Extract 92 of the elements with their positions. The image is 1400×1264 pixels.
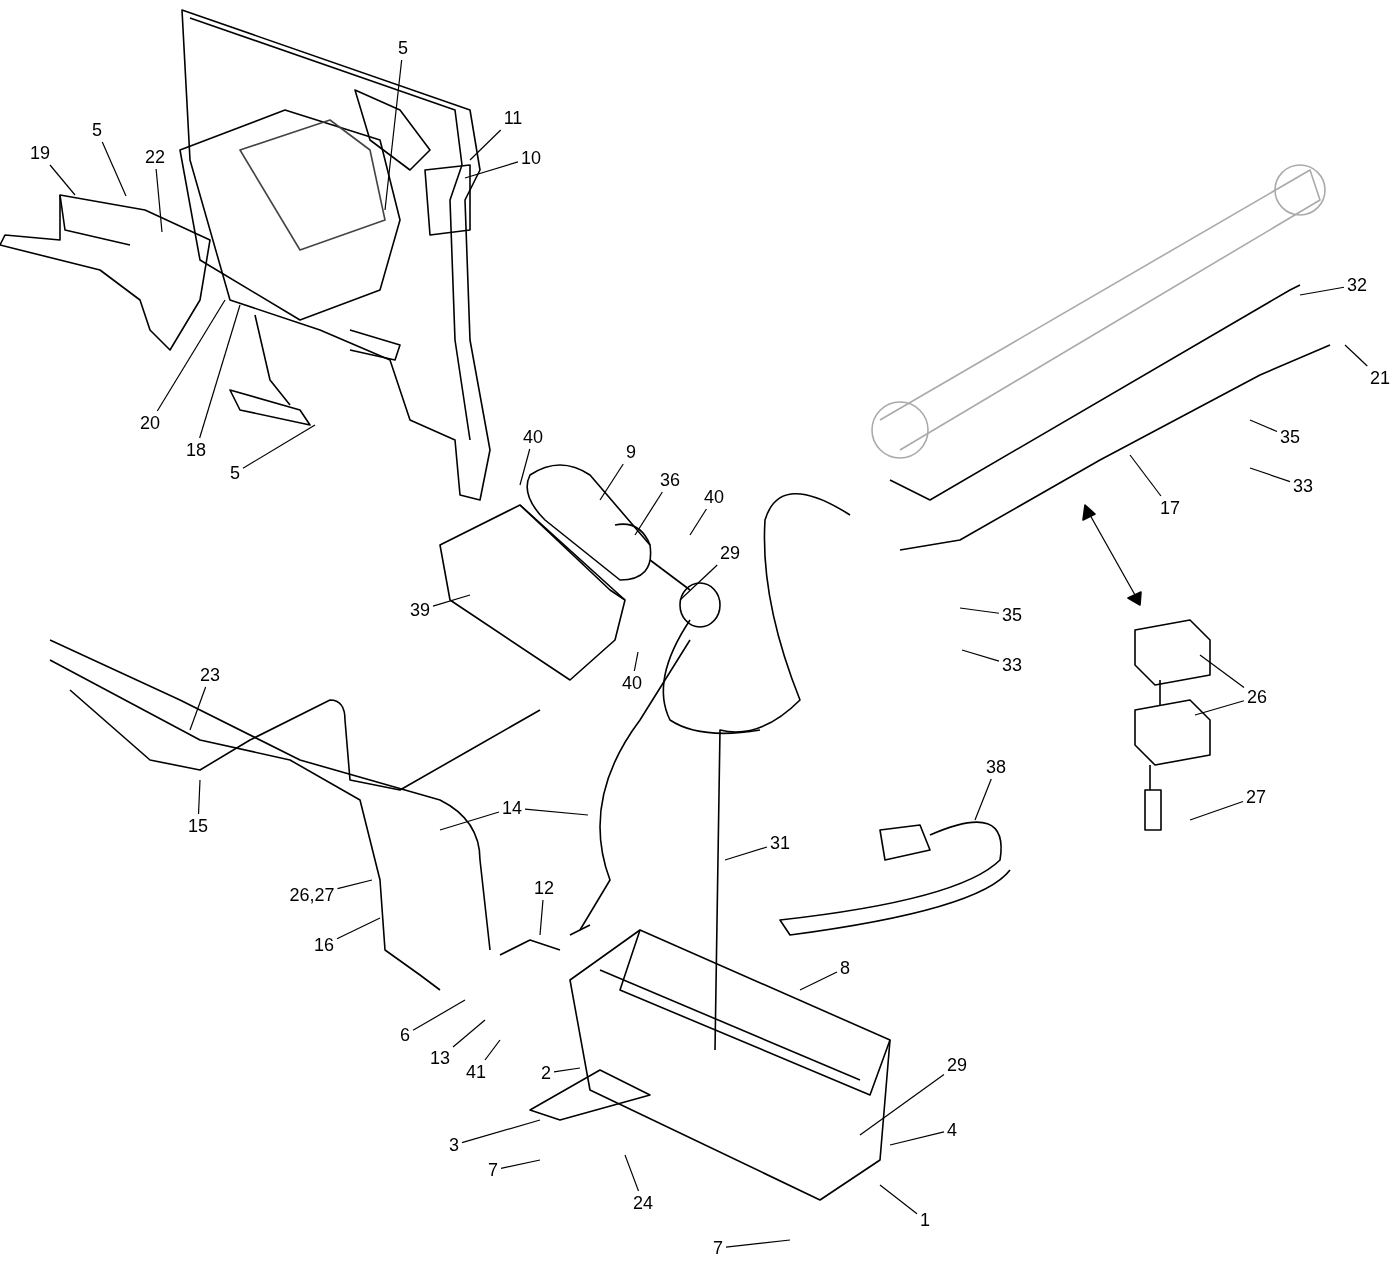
- leader-line: [799, 971, 838, 991]
- callout-number: 4: [946, 1120, 958, 1140]
- leader-line: [1199, 654, 1245, 688]
- callout-number: 26: [1246, 687, 1268, 707]
- leader-line: [1129, 454, 1162, 497]
- leader-line: [724, 846, 768, 861]
- callout-number: 24: [632, 1193, 654, 1213]
- callout-number: 5: [397, 38, 409, 58]
- leader-line: [519, 448, 531, 486]
- callout-number: 36: [659, 470, 681, 490]
- leader-line: [452, 1019, 486, 1048]
- callout-number: 5: [91, 120, 103, 140]
- callout-number: 7: [487, 1160, 499, 1180]
- leader-line: [1194, 700, 1245, 716]
- leader-line: [500, 1159, 541, 1169]
- callout-number: 32: [1346, 275, 1368, 295]
- callout-number: 33: [1292, 476, 1314, 496]
- callout-number: 14: [501, 798, 523, 818]
- callout-number: 16: [313, 935, 335, 955]
- callout-number: 7: [712, 1238, 724, 1258]
- callout-number: 27: [1245, 787, 1267, 807]
- callout-number: 40: [703, 487, 725, 507]
- leader-line: [432, 594, 471, 607]
- callout-number: 26,27: [288, 885, 336, 905]
- leader-line: [553, 1067, 581, 1073]
- callout-number: 20: [139, 413, 161, 433]
- callout-number: 13: [429, 1048, 451, 1068]
- callout-number: 1: [919, 1210, 931, 1230]
- leader-line: [1189, 800, 1244, 821]
- leader-line: [689, 508, 707, 536]
- callout-number: 31: [769, 833, 791, 853]
- callout-number: 17: [1159, 498, 1181, 518]
- callout-number: 3: [448, 1135, 460, 1155]
- callout-number: 29: [719, 543, 741, 563]
- leader-line: [189, 686, 207, 731]
- leader-line: [49, 164, 76, 196]
- leader-line: [1249, 467, 1291, 483]
- leader-line: [1249, 419, 1278, 433]
- leader-line: [599, 463, 624, 501]
- leader-line: [539, 899, 544, 936]
- callout-number: 18: [185, 440, 207, 460]
- leader-line: [101, 141, 127, 197]
- leader-line: [974, 778, 992, 821]
- leader-line: [156, 299, 226, 412]
- leader-line: [384, 59, 403, 211]
- leader-line: [679, 564, 718, 601]
- callout-number: 11: [502, 108, 524, 128]
- callout-number: 29: [946, 1055, 968, 1075]
- callout-number: 40: [621, 673, 643, 693]
- leader-line: [461, 1119, 541, 1144]
- callout-number: 9: [625, 442, 637, 462]
- leader-line: [336, 879, 373, 890]
- callout-number: 23: [199, 665, 221, 685]
- leader-line: [464, 161, 519, 179]
- leader-line: [889, 1131, 945, 1146]
- leader-line: [959, 607, 1000, 614]
- leader-line: [1299, 286, 1345, 296]
- leader-line: [859, 1073, 945, 1136]
- callout-number: 21: [1369, 368, 1391, 388]
- callout-number: 41: [465, 1062, 487, 1082]
- leader-line: [524, 808, 589, 816]
- leader-line: [961, 649, 1000, 662]
- leader-line: [633, 651, 639, 672]
- callout-number: 39: [409, 600, 431, 620]
- leader-line: [439, 811, 500, 831]
- callout-number: 22: [144, 147, 166, 167]
- leader-line: [197, 779, 201, 815]
- leader-line: [242, 424, 316, 469]
- callout-number: 35: [1001, 605, 1023, 625]
- leader-line: [155, 168, 163, 233]
- callout-number: 8: [839, 958, 851, 978]
- callout-number: 35: [1279, 427, 1301, 447]
- callout-number: 15: [187, 816, 209, 836]
- leader-line: [199, 304, 241, 439]
- callout-number: 38: [985, 757, 1007, 777]
- leader-line: [624, 1154, 640, 1192]
- callout-number: 6: [399, 1025, 411, 1045]
- callout-number: 12: [533, 878, 555, 898]
- leader-line: [879, 1184, 918, 1215]
- callout-number: 19: [29, 143, 51, 163]
- leader-line: [336, 917, 381, 940]
- callout-number: 10: [520, 148, 542, 168]
- leader-line: [412, 999, 466, 1031]
- callout-number: 2: [540, 1063, 552, 1083]
- leader-line: [725, 1239, 791, 1248]
- leader-line: [1344, 344, 1368, 367]
- callout-number: 5: [229, 463, 241, 483]
- callout-number: 33: [1001, 655, 1023, 675]
- leader-line: [469, 129, 502, 161]
- leader-line: [484, 1039, 501, 1061]
- callout-number: 40: [522, 427, 544, 447]
- leader-line: [634, 491, 663, 536]
